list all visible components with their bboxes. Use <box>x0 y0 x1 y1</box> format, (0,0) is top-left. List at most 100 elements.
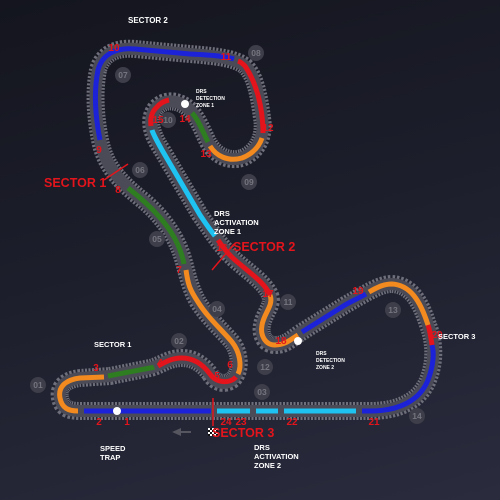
marshal-post-number: 01 <box>33 380 43 390</box>
corner-number: 9 <box>96 145 102 156</box>
marshal-post: 12 <box>257 359 273 375</box>
drs-text: ZONE 2 <box>254 461 281 470</box>
sector-1-marker-label: SECTOR 1 <box>44 176 106 190</box>
marshal-post-number: 03 <box>257 387 267 397</box>
marshal-post: 08 <box>248 45 264 61</box>
drs-text: DETECTION <box>196 96 225 102</box>
speed-trap-label: SPEED TRAP <box>100 444 126 462</box>
marshal-post-number: 12 <box>260 362 270 372</box>
drs-text: DRS <box>316 351 327 357</box>
drs-text: ACTIVATION <box>254 452 299 461</box>
marshal-post-number: 04 <box>212 304 222 314</box>
checkered-flag-icon <box>208 428 218 436</box>
corner-number: 2 <box>96 417 102 428</box>
segment-20-red <box>425 324 435 346</box>
sector-3-label: SECTOR 3 <box>438 332 475 341</box>
marshal-post: 03 <box>254 384 270 400</box>
drs-text: DRS <box>196 89 207 95</box>
marshal-post-number: 07 <box>118 70 128 80</box>
sector-3-marker-label: SECTOR 3 <box>212 426 274 440</box>
drs-text: DETECTION <box>316 358 345 364</box>
corner-number: 1 <box>124 417 130 428</box>
detection-points <box>113 100 302 415</box>
dot-icon <box>181 100 189 108</box>
segment-12-11-red <box>237 58 266 134</box>
segment-18-17-orange <box>259 294 300 348</box>
corner-number: 8 <box>115 185 121 196</box>
corner-number: 21 <box>368 417 380 428</box>
drs-text: DRS <box>214 209 230 218</box>
sector-2-marker-label: SECTOR 2 <box>233 240 295 254</box>
drs-text: ZONE 1 <box>214 227 241 236</box>
corner-numbers: 1 2 3 4 5 6 7 8 9 10 11 12 13 14 15 16 1… <box>93 43 443 428</box>
corner-number: 22 <box>286 417 298 428</box>
marshal-posts: 01 02 03 04 05 06 07 08 09 10 11 12 13 1… <box>30 45 425 424</box>
drs-detection-zone-2-label: DRS DETECTION ZONE 2 <box>316 351 345 371</box>
segment-13-12-orange <box>207 137 265 162</box>
marshal-post-number: 05 <box>152 234 162 244</box>
segment-7-6-orange <box>183 269 243 376</box>
marshal-post: 06 <box>132 162 148 178</box>
sector-2-boundary <box>211 243 235 271</box>
marshal-post-number: 06 <box>135 165 145 175</box>
dot-icon <box>113 407 121 415</box>
sector-2-label: SECTOR 2 <box>128 16 168 25</box>
drs-text: ZONE 2 <box>316 365 334 371</box>
corner-number: 24 <box>220 417 232 428</box>
segment-17-16-red <box>215 238 273 297</box>
track-edge <box>50 39 443 420</box>
corner-number: 6 <box>227 360 233 371</box>
marshal-post-number: 09 <box>244 177 254 187</box>
segment-3-1-orange <box>57 374 105 414</box>
drs-activation-zone-1-label: DRS ACTIVATION ZONE 1 <box>214 209 259 236</box>
sector-1-label: SECTOR 1 <box>94 340 131 349</box>
segment-20-19-orange <box>367 281 431 326</box>
speed-trap-text: SPEED <box>100 444 126 453</box>
arrow-left-icon <box>172 428 191 436</box>
marshal-post: 07 <box>115 67 131 83</box>
marshal-post-number: 10 <box>163 115 173 125</box>
corner-number: 10 <box>108 43 120 54</box>
segment-15-14-red <box>148 97 170 127</box>
drs-text: ACTIVATION <box>214 218 259 227</box>
segment-11-9-blue <box>93 46 235 141</box>
segment-14-13-green <box>190 111 211 144</box>
marshal-post: 09 <box>241 174 257 190</box>
segment-4-3-green <box>107 364 156 379</box>
marshal-post-number: 11 <box>284 297 293 307</box>
segment-5-4-red <box>156 355 238 384</box>
corner-number: 19 <box>352 286 364 297</box>
marshal-post: 04 <box>209 301 225 317</box>
sector-boundaries <box>103 163 235 426</box>
corner-number: 20 <box>431 330 443 341</box>
sector-1-boundary <box>103 163 129 181</box>
corner-number: 13 <box>200 149 212 160</box>
segment-19-18-blue <box>300 291 368 335</box>
corner-number: 23 <box>235 417 247 428</box>
drs-activation-zone-2-label: DRS ACTIVATION ZONE 2 <box>254 443 299 470</box>
segment-8-7-green <box>126 186 187 265</box>
marshal-post: 05 <box>149 231 165 247</box>
corner-number: 4 <box>157 358 163 369</box>
marshal-post-number: 08 <box>251 48 261 58</box>
marshal-post-number: 02 <box>174 336 184 346</box>
track-segments <box>57 46 436 414</box>
marshal-post: 11 <box>280 294 296 310</box>
marshal-post: 01 <box>30 377 46 393</box>
segment-21-20-blue <box>362 344 436 414</box>
marshal-post: 13 <box>385 302 401 318</box>
corner-number: 15 <box>152 115 164 126</box>
corner-number: 18 <box>275 336 287 347</box>
corner-number: 3 <box>93 363 99 374</box>
segment-drs-1 <box>149 129 217 238</box>
corner-number: 11 <box>221 52 232 63</box>
track-outline <box>50 39 443 420</box>
corner-number: 7 <box>176 265 182 276</box>
drs-text: ZONE 1 <box>196 103 214 109</box>
corner-number: 17 <box>262 289 274 300</box>
drs-detection-zone-1-label: DRS DETECTION ZONE 1 <box>196 89 225 109</box>
marshal-post-number: 13 <box>388 305 398 315</box>
marshal-post-number: 14 <box>412 411 422 421</box>
speed-trap-text: TRAP <box>100 453 120 462</box>
